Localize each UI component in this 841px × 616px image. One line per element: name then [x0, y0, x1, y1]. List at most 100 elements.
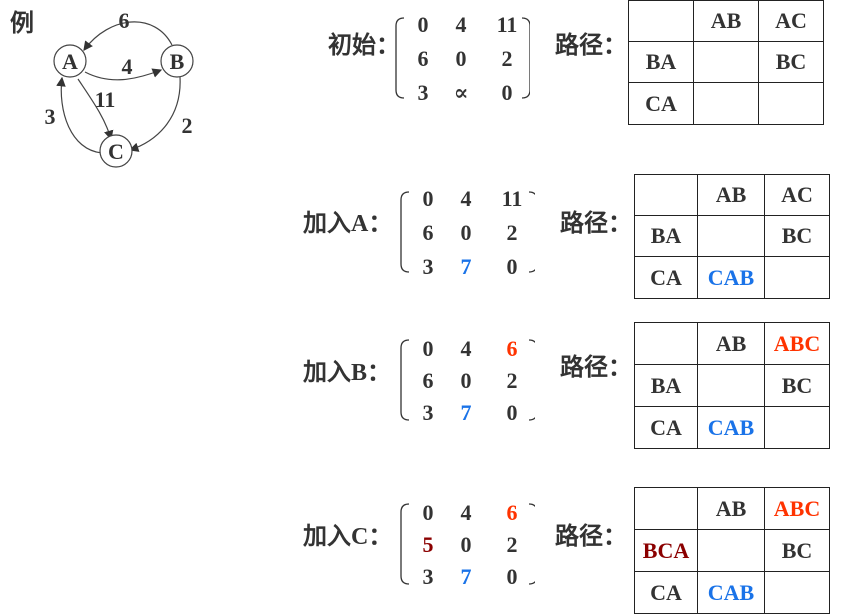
path-cell: AB — [697, 174, 765, 216]
edge-A-C — [77, 78, 114, 141]
node-C-label: C — [108, 139, 124, 164]
path-cell: AC — [758, 0, 824, 42]
matrix-cell: 6 — [422, 368, 434, 393]
node-C — [99, 134, 133, 168]
matrix-cell: 0 — [422, 500, 434, 525]
path-cell: AB — [697, 487, 765, 530]
matrix-cell: 0 — [417, 12, 429, 37]
step-1-label: 加入A： — [303, 211, 393, 237]
matrix-cell: 3 — [417, 80, 429, 105]
matrix-cell: 11 — [501, 186, 523, 211]
weight-B-C: 2 — [182, 113, 193, 138]
matrix-cell-updated: 5 — [422, 532, 434, 557]
matrix-cell: ∝ — [453, 80, 469, 105]
step-1-path-table: AB AC BA BC CA CAB — [634, 174, 830, 299]
path-cell: BA — [634, 215, 698, 257]
weight-B-A: 6 — [119, 8, 130, 33]
path-cell: ABC — [764, 487, 830, 530]
matrix-cell: 0 — [422, 336, 434, 361]
step-3-path-label: 路径： — [555, 524, 627, 550]
matrix-cell: 4 — [460, 336, 472, 361]
edge-B-C — [128, 76, 181, 152]
path-cell: CA — [634, 406, 698, 449]
edge-A-B — [84, 68, 163, 81]
weight-A-B: 4 — [122, 54, 133, 79]
path-cell — [764, 406, 830, 449]
matrix-cell: 0 — [460, 368, 472, 393]
matrix-cell: 6 — [417, 46, 429, 71]
step-3-matrix: 0 4 6 5 0 2 3 7 0 — [397, 494, 535, 602]
step-3-label: 加入C： — [303, 524, 393, 550]
matrix-cell: 2 — [506, 220, 518, 245]
path-cell: CA — [634, 571, 698, 614]
path-cell-updated: ABC — [764, 322, 830, 365]
matrix-cell-updated: 7 — [460, 254, 472, 279]
matrix-cell: 0 — [460, 532, 472, 557]
path-cell — [764, 571, 830, 614]
matrix-cell: 6 — [506, 500, 518, 525]
node-A-label: A — [62, 49, 78, 74]
matrix-cell: 0 — [501, 80, 513, 105]
matrix-cell: 4 — [455, 12, 467, 37]
path-cell: BC — [764, 364, 830, 407]
path-cell-updated: BCA — [634, 529, 698, 572]
step-3-path-table: AB ABC BCA BC CA CAB — [634, 487, 830, 614]
path-cell: AC — [764, 174, 830, 216]
path-cell: BA — [628, 41, 694, 83]
matrix-cell: 3 — [422, 254, 434, 279]
path-cell — [764, 256, 830, 299]
path-cell — [634, 174, 698, 216]
matrix-cell: 2 — [501, 46, 513, 71]
step-0-path-table: AB AC BA BC CA — [628, 0, 824, 125]
path-cell: BA — [634, 364, 698, 407]
matrix-cell: 0 — [506, 564, 518, 589]
path-cell: BC — [764, 529, 830, 572]
node-B — [160, 44, 194, 78]
step-0-matrix: 0 4 11 6 0 2 3 ∝ 0 — [392, 10, 530, 118]
path-cell: BC — [758, 41, 824, 83]
example-label: 例 — [10, 11, 34, 37]
matrix-cell: 4 — [460, 500, 472, 525]
path-cell: AB — [697, 322, 765, 365]
path-cell: CAB — [697, 571, 765, 614]
path-cell-updated: CAB — [697, 256, 765, 299]
path-cell: CAB — [697, 406, 765, 449]
step-0-path-label: 路径： — [555, 33, 627, 59]
weight-C-A: 3 — [45, 104, 56, 129]
path-cell: CA — [634, 256, 698, 299]
matrix-cell: 2 — [506, 532, 518, 557]
matrix-cell: 0 — [455, 46, 467, 71]
path-cell — [628, 0, 694, 42]
matrix-cell: 0 — [460, 220, 472, 245]
matrix-cell: 7 — [460, 400, 472, 425]
matrix-cell: 3 — [422, 564, 434, 589]
path-cell: BC — [764, 215, 830, 257]
matrix-cell: 4 — [460, 186, 472, 211]
path-cell — [697, 364, 765, 407]
edge-C-A — [56, 76, 103, 154]
step-2-path-label: 路径： — [560, 355, 632, 381]
node-A — [53, 44, 87, 78]
node-B-label: B — [170, 49, 185, 74]
step-1-path-label: 路径： — [560, 211, 632, 237]
step-0-label: 初始： — [328, 33, 400, 59]
step-2-path-table: AB ABC BA BC CA CAB — [634, 322, 830, 449]
step-1-matrix: 0 4 11 6 0 2 3 7 0 — [397, 182, 535, 290]
matrix-cell: 11 — [496, 12, 518, 37]
path-cell — [697, 529, 765, 572]
matrix-cell-updated: 6 — [506, 336, 518, 361]
matrix-cell: 0 — [506, 254, 518, 279]
path-cell: AB — [693, 0, 759, 42]
path-cell — [697, 215, 765, 257]
path-cell — [634, 322, 698, 365]
path-cell — [758, 82, 824, 125]
weighted-graph: A B C 6 4 11 3 2 — [45, 8, 194, 168]
path-cell — [693, 82, 759, 125]
matrix-cell: 7 — [460, 564, 472, 589]
edge-B-A — [83, 21, 173, 51]
matrix-cell: 3 — [422, 400, 434, 425]
matrix-cell: 2 — [506, 368, 518, 393]
matrix-cell: 0 — [422, 186, 434, 211]
weight-A-C: 11 — [95, 87, 116, 112]
path-cell — [634, 487, 698, 530]
